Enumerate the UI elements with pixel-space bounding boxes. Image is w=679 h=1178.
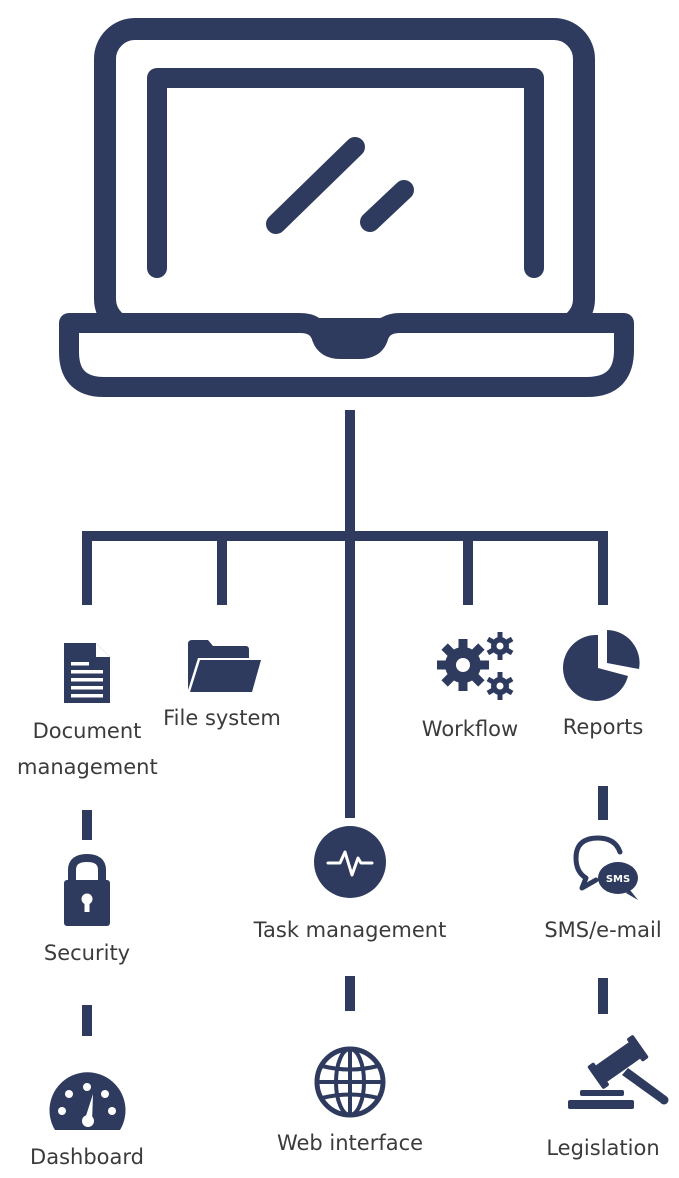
document-management-label-line2: management	[17, 755, 158, 779]
sms-email-label: SMS/e-mail	[544, 918, 662, 942]
gavel-icon	[568, 1035, 669, 1109]
laptop-lid	[94, 18, 595, 340]
sms-chat-icon: SMS	[573, 835, 638, 900]
laptop-screen	[147, 68, 544, 278]
screen-glare-short	[360, 180, 414, 232]
gears-icon	[437, 632, 514, 700]
sms-badge-text: SMS	[606, 874, 630, 885]
pulse-icon	[314, 826, 386, 898]
file-system-label: File system	[163, 706, 281, 730]
globe-icon	[314, 1046, 386, 1118]
gauge-icon	[49, 1072, 126, 1130]
web-interface-label: Web interface	[276, 1131, 424, 1155]
laptop-base	[59, 313, 634, 397]
document-icon	[64, 643, 110, 703]
workflow-label: Workflow	[421, 717, 519, 741]
folder-icon	[188, 640, 261, 692]
security-label: Security	[43, 941, 131, 965]
screen-glare-long	[266, 137, 365, 234]
connector-bus	[82, 531, 608, 605]
connector-lines	[82, 410, 608, 1036]
pie-chart-icon	[562, 630, 640, 701]
dashboard-label: Dashboard	[30, 1145, 144, 1169]
reports-label: Reports	[562, 715, 644, 739]
laptop-icon	[59, 18, 634, 397]
padlock-icon	[64, 853, 110, 926]
document-management-label-line1: Document	[32, 719, 142, 743]
task-management-label: Task management	[253, 918, 447, 942]
legislation-label: Legislation	[546, 1136, 660, 1160]
